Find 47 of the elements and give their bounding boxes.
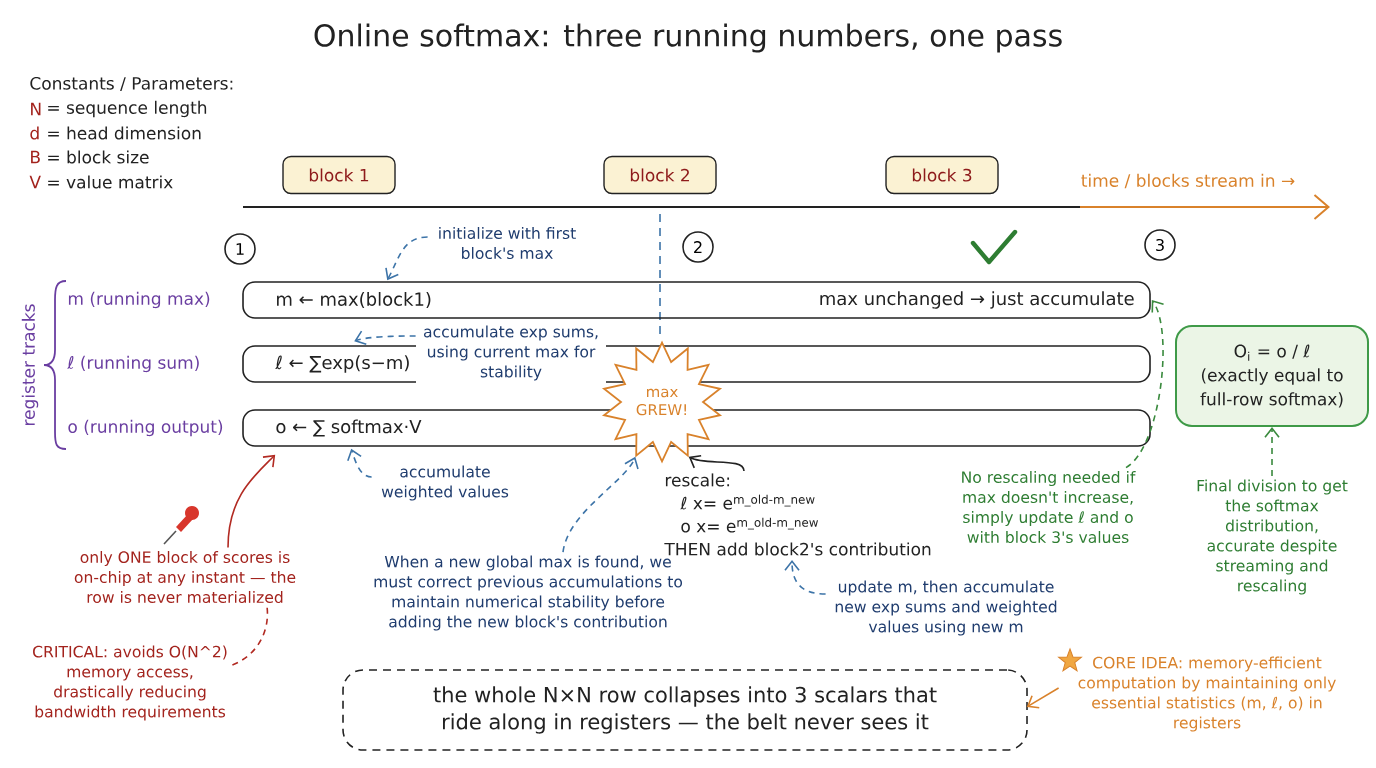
register-bar <box>242 281 1151 319</box>
annotation-text: CORE IDEA: memory-efficient computation by maintaining only essential statistics (m, ℓ, o) in registers <box>1078 656 1336 732</box>
arrow <box>1026 687 1060 709</box>
block-box: block 3 <box>885 155 999 195</box>
symbol-text: d <box>30 126 39 140</box>
definition-text: = block size <box>48 150 149 164</box>
formula-text: m ← max(block1) <box>277 292 431 309</box>
result-box: O$_{i}$ = o / ℓ (exactly equal to full-row softmax) <box>1175 325 1369 427</box>
title: Online softmax: three running numbers, one pass <box>314 23 1062 53</box>
dashed-arrow <box>784 559 827 595</box>
formula-text: o ← ∑ softmax·V <box>276 419 422 437</box>
dashed-arrow <box>1264 427 1280 477</box>
dashed-arrow <box>347 448 373 478</box>
annotation-text: No rescaling needed if max doesn't increase, simply update ℓ and o with block 3's values <box>962 470 1136 544</box>
arrow <box>227 454 276 549</box>
rescale-note: rescale: ℓ x= e$^{m_old-m_new}$ o x= e$^{m_old-m_new}$ THEN add block2's contribution <box>664 473 931 556</box>
symbol-text: B <box>31 150 40 164</box>
connector-line <box>231 605 269 666</box>
annotation-text: When a new global max is found, we must correct previous accumulations to maintain numerical stability before adding the new block's contribution <box>374 555 683 631</box>
bracket-label: register tracks <box>21 304 39 425</box>
annotation-text: only ONE block of scores is on-chip at any instant — the row is never materialized <box>74 550 296 604</box>
symbol-text: N <box>31 102 41 116</box>
formula-text: ℓ ← ∑exp(s−m) <box>275 355 409 373</box>
definition-text: = sequence length <box>48 100 207 118</box>
annotation-text: accumulate weighted values <box>381 465 509 501</box>
annotation-text: Final division to get the softmax distribution, accurate despite streaming and rescaling <box>1197 479 1348 595</box>
status-text: max unchanged → just accumulate <box>820 291 1134 309</box>
dashed-arrow <box>562 456 639 553</box>
definition-text: = head dimension <box>48 126 201 140</box>
dashed-arrow <box>354 330 417 346</box>
axis-label: time / blocks stream in → <box>1081 173 1295 189</box>
track-label: m (running max) <box>68 291 210 309</box>
track-label: o (running output) <box>68 419 223 437</box>
summary-box: the whole N×N row collapses into 3 scalars that ride along in registers — the belt never sees it <box>342 669 1028 751</box>
arrow <box>688 454 745 472</box>
block-box: block 2 <box>603 155 717 195</box>
annotation-text: initialize with first block's max <box>439 226 576 260</box>
dashed-arrow <box>1125 300 1165 469</box>
track-label: ℓ (running sum) <box>67 355 199 373</box>
annotation-text: CRITICAL: avoids O(N^2) memory access, drastically reducing bandwidth requirements <box>33 645 227 721</box>
section-heading: Constants / Parameters: <box>30 76 233 92</box>
definition-text: = value matrix <box>48 175 173 189</box>
symbol-text: V <box>29 175 41 189</box>
annotation-text: update m, then accumulate new exp sums and weighted values using new m <box>835 580 1057 636</box>
block-box: block 1 <box>282 155 396 195</box>
annotation-text: accumulate exp sums, using current max for stability <box>416 322 606 384</box>
dashed-arrow <box>385 236 429 281</box>
